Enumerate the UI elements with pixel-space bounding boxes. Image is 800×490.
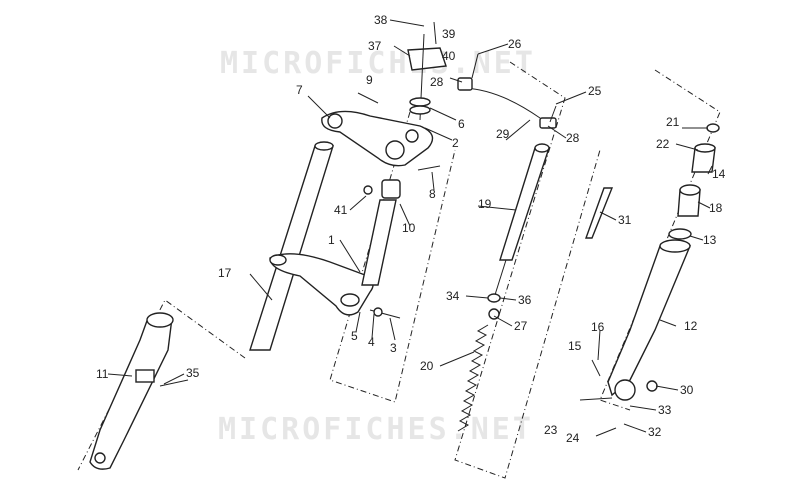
label-25: 25 — [588, 84, 602, 98]
left-slider — [89, 312, 174, 470]
bolts — [159, 21, 658, 437]
label-10: 10 — [402, 221, 416, 235]
label-1: 1 — [328, 233, 335, 247]
watermark-top: MICROFICHES.NET — [220, 46, 536, 81]
watermark-bottom: MICROFICHES.NET — [218, 412, 534, 447]
leader-lines — [107, 19, 713, 433]
top-cap — [407, 33, 447, 121]
label-13: 13 — [703, 233, 717, 247]
label-3: 3 — [390, 341, 397, 355]
label-11: 11 — [96, 367, 109, 381]
label-2: 2 — [452, 136, 459, 150]
label-8: 8 — [429, 187, 436, 201]
label-32: 32 — [648, 425, 662, 439]
label-9: 9 — [366, 73, 373, 87]
label-23: 23 — [544, 423, 558, 437]
label-34: 34 — [446, 289, 460, 303]
label-41: 41 — [334, 203, 348, 217]
right-slider — [607, 239, 692, 401]
label-30: 30 — [680, 383, 694, 397]
label-14: 14 — [712, 167, 726, 181]
label-12: 12 — [684, 319, 698, 333]
label-24: 24 — [566, 431, 580, 445]
label-16: 16 — [591, 320, 605, 334]
label-6: 6 — [458, 117, 465, 131]
label-17: 17 — [218, 266, 232, 280]
label-20: 20 — [420, 359, 434, 373]
rod-31 — [585, 187, 614, 239]
label-15: 15 — [568, 339, 582, 353]
label-18: 18 — [709, 201, 723, 215]
label-40: 40 — [442, 49, 456, 63]
fork-tube — [249, 141, 334, 351]
label-21: 21 — [666, 115, 680, 129]
bottom-yoke — [269, 179, 401, 316]
label-37: 37 — [368, 39, 382, 53]
label-27: 27 — [514, 319, 528, 333]
label-33: 33 — [658, 403, 672, 417]
label-31: 31 — [618, 213, 632, 227]
fork-spring — [457, 324, 489, 432]
label-35: 35 — [186, 366, 200, 380]
label-4: 4 — [368, 335, 375, 349]
label-28-lower: 28 — [566, 131, 580, 145]
label-5: 5 — [351, 329, 358, 343]
label-36: 36 — [518, 293, 532, 307]
label-38: 38 — [374, 13, 388, 27]
part-labels: 1 2 3 4 5 6 7 8 9 10 11 12 13 14 15 16 1… — [96, 13, 726, 445]
label-22: 22 — [656, 137, 670, 151]
seal-stack — [668, 123, 720, 240]
label-29: 29 — [496, 127, 510, 141]
label-7: 7 — [296, 83, 303, 97]
label-28-upper: 28 — [430, 75, 444, 89]
label-19: 19 — [478, 197, 492, 211]
top-yoke — [321, 110, 434, 167]
brake-line — [457, 77, 557, 129]
damper-rod — [487, 143, 550, 303]
label-26: 26 — [508, 37, 522, 51]
label-39: 39 — [442, 27, 456, 41]
